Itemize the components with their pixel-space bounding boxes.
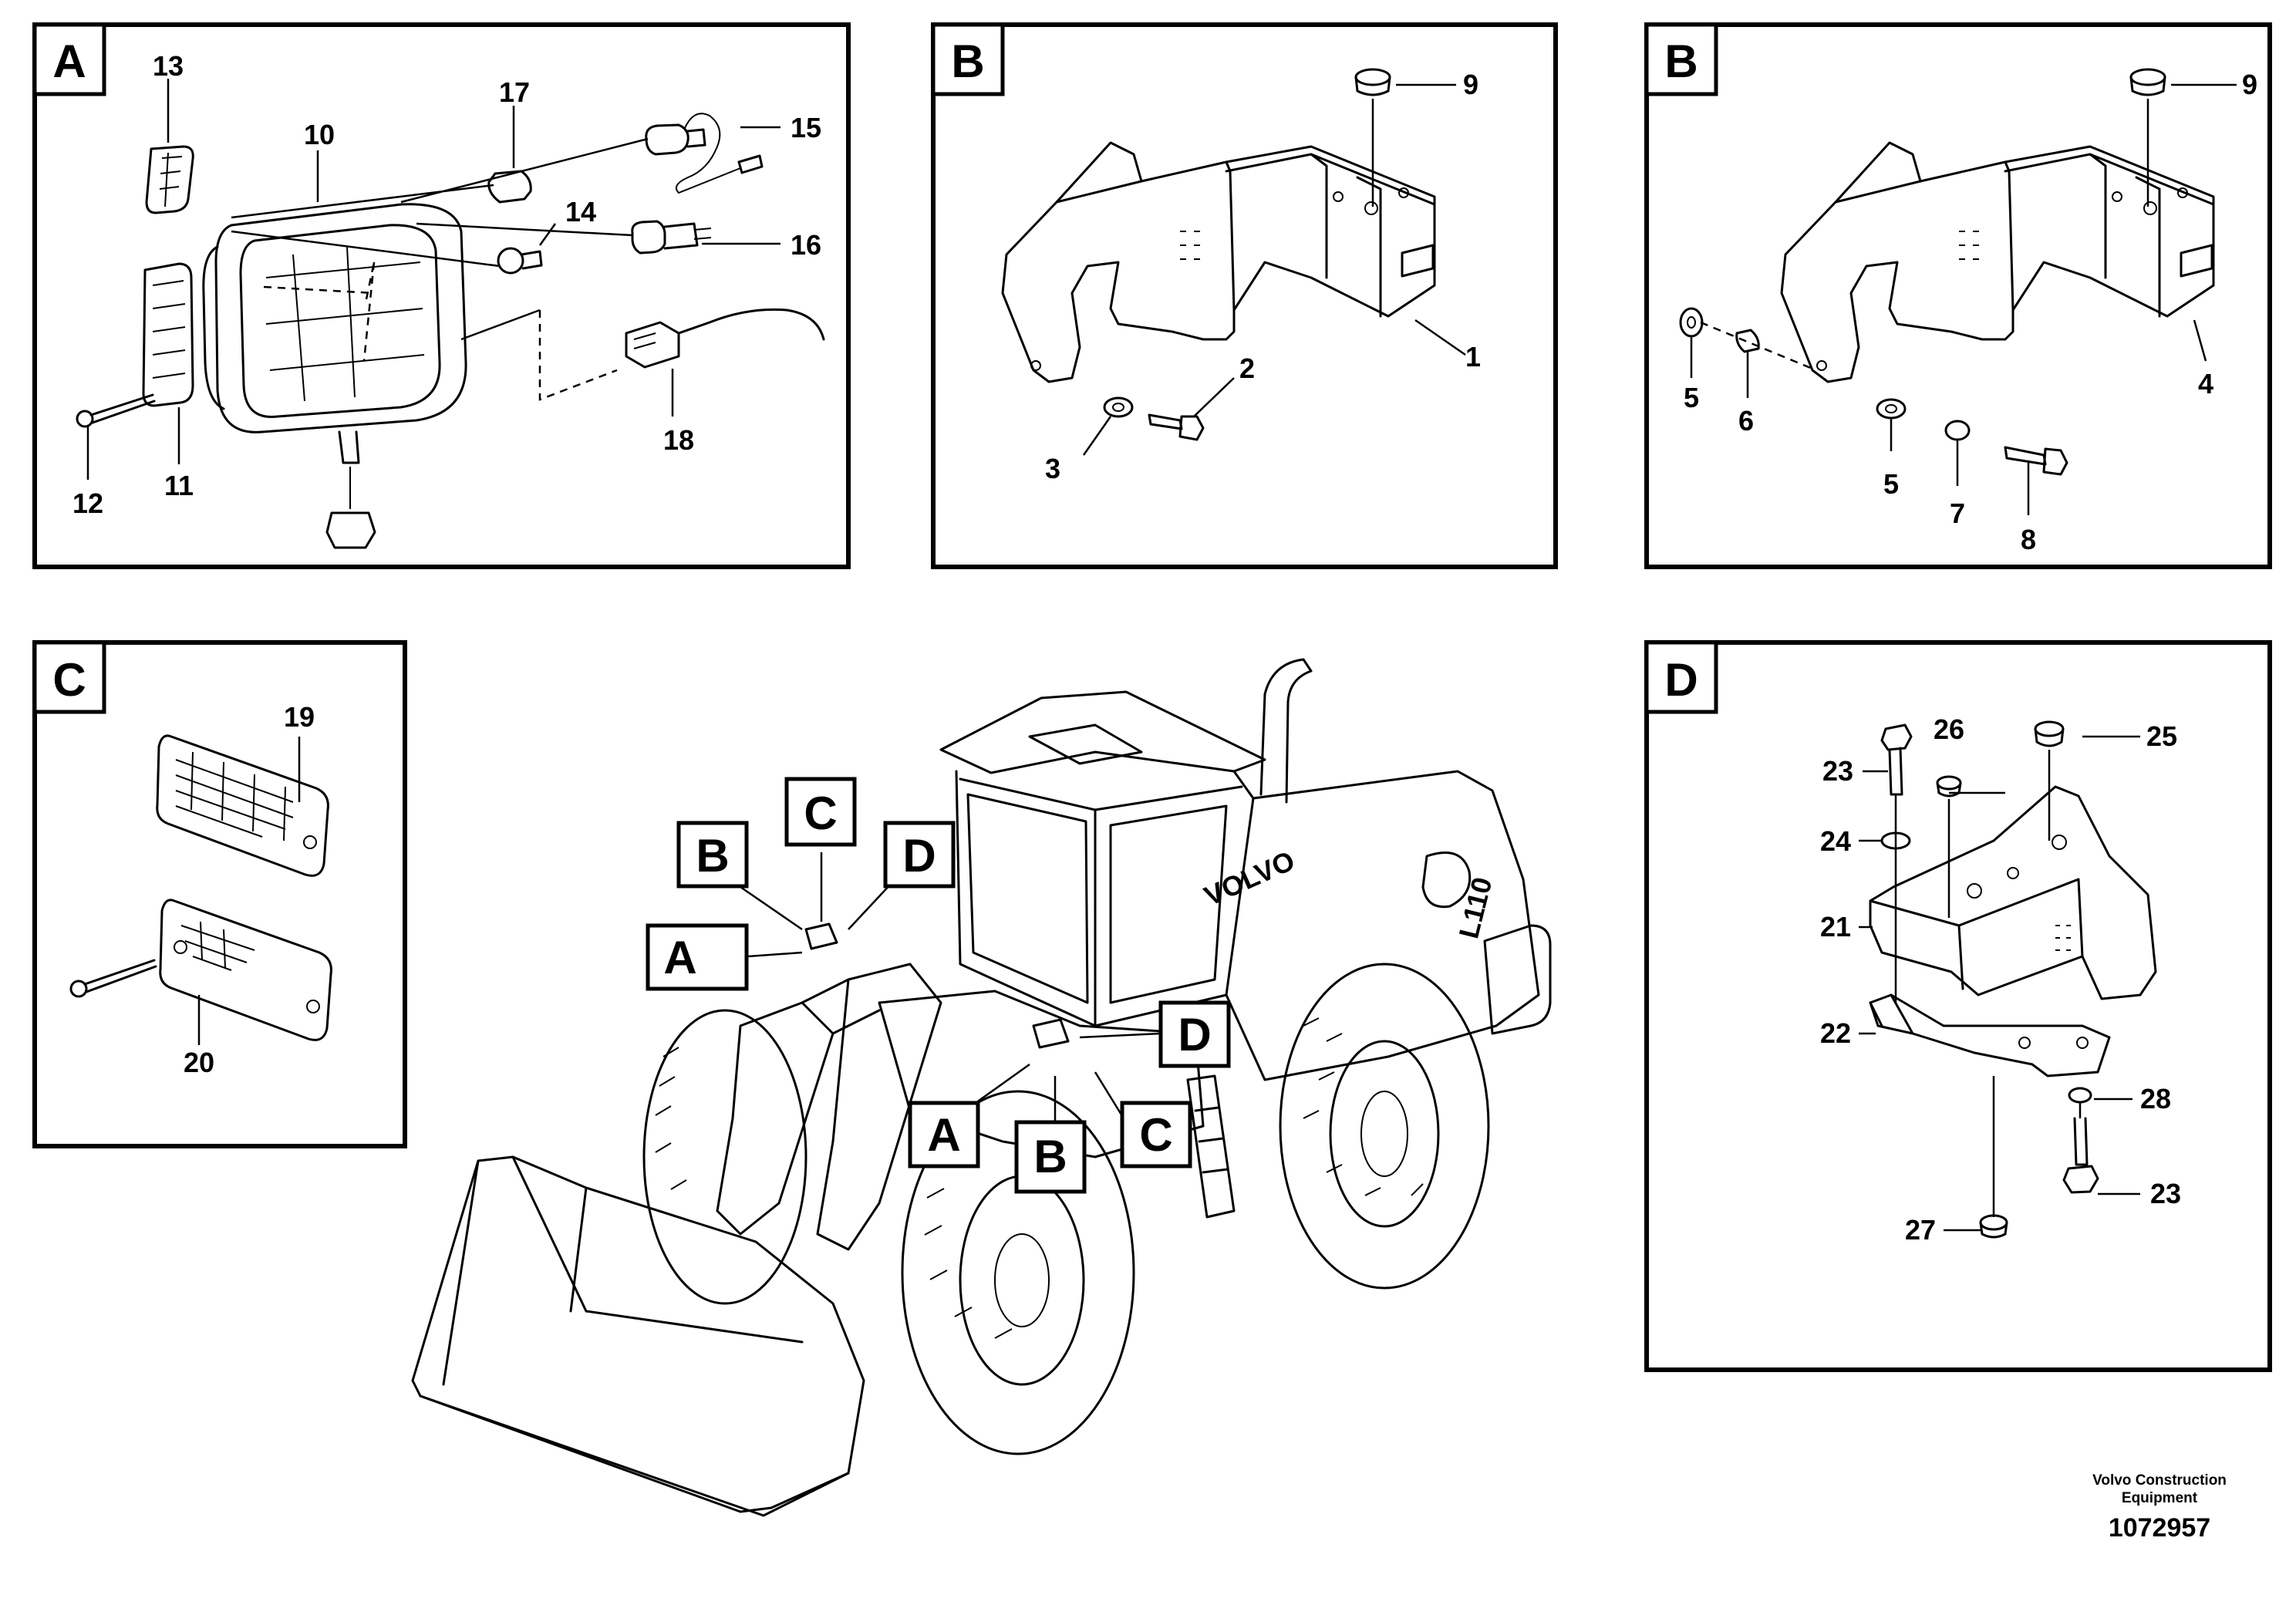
callout-5a: 5: [1684, 382, 1699, 413]
panel-c-frame: [32, 640, 407, 1148]
marker-b-top: B: [696, 830, 729, 882]
drawing-number: 1072957: [2108, 1513, 2211, 1543]
screw-12: [76, 393, 156, 428]
callout-9b: 9: [2242, 69, 2257, 100]
assembly-lines: [231, 137, 649, 401]
callout-21: 21: [1820, 911, 1851, 943]
marker-a-top: A: [663, 932, 696, 983]
footer-company: Volvo Construction Equipment: [2075, 1472, 2244, 1507]
bulb-15: [645, 113, 764, 194]
footer-company-line2: Equipment: [2121, 1490, 2198, 1506]
callout-18: 18: [663, 424, 694, 456]
lens-cover: [142, 262, 194, 407]
reflector-19: [156, 734, 329, 877]
callout-20: 20: [184, 1047, 214, 1078]
wheel-loader: VOLVO L110: [411, 658, 1552, 1517]
marker-a-bottom: A: [927, 1109, 960, 1161]
bracket-21: [1869, 785, 2157, 1000]
bulb-14: [497, 247, 543, 275]
callout-8: 8: [2021, 524, 2036, 555]
panel-a-tag: A: [52, 35, 86, 87]
washer-3: [1103, 396, 1134, 418]
machine-model: L110: [1452, 874, 1498, 942]
callout-27: 27: [1905, 1214, 1936, 1246]
callout-24: 24: [1820, 825, 1851, 857]
bracket-4: [1780, 141, 2215, 383]
callout-25: 25: [2146, 720, 2177, 752]
panel-b-left-tag: B: [951, 35, 984, 87]
callout-17: 17: [499, 76, 530, 108]
screw-reflector: [69, 959, 157, 998]
callout-9: 9: [1463, 69, 1478, 100]
bracket-1: [1001, 141, 1436, 383]
panel-c-tag: C: [52, 654, 86, 706]
callout-1: 1: [1465, 341, 1481, 373]
panel-a: A: [32, 22, 851, 569]
marker-c-bottom: C: [1139, 1109, 1172, 1161]
grommet-9b: [2129, 68, 2166, 96]
callout-16: 16: [791, 229, 821, 261]
panel-a-tag-box: [32, 22, 106, 96]
callout-2: 2: [1239, 352, 1255, 384]
marker-d-top: D: [902, 830, 936, 882]
footer-company-line1: Volvo Construction: [2092, 1472, 2227, 1489]
reflector-13: [145, 145, 194, 214]
callout-22: 22: [1820, 1017, 1851, 1049]
panel-b-right: B: [1644, 22, 2272, 569]
callout-10: 10: [304, 119, 335, 150]
machine-brand: VOLVO: [1199, 845, 1299, 912]
work-lamp: [202, 203, 467, 549]
callout-26-label: 23: [1822, 755, 1853, 787]
marker-c-top: C: [804, 787, 837, 839]
callout-11: 11: [164, 470, 194, 501]
callout-4: 4: [2198, 368, 2213, 400]
callout-7: 7: [1950, 497, 1965, 529]
grommet-9: [1354, 68, 1391, 96]
callout-23-bottom: 23: [2150, 1178, 2181, 1209]
grommet-25: [2034, 720, 2065, 747]
bolt-23-bottom: [2062, 1117, 2099, 1194]
washer-28: [2068, 1087, 2092, 1104]
spacer-6: [1735, 329, 1760, 353]
panel-d-tag: D: [1664, 654, 1698, 706]
marker-d-bottom: D: [1178, 1009, 1211, 1061]
callout-14: 14: [565, 196, 596, 228]
panel-c: C 19 20: [32, 640, 407, 1148]
bracket-22: [1869, 993, 2111, 1077]
connector-18: [625, 308, 825, 369]
callout-28: 28: [2140, 1083, 2171, 1114]
bolt-8: [2004, 446, 2068, 476]
reflector-20: [159, 899, 332, 1041]
bulb-17: [487, 170, 532, 204]
callout-3: 3: [1045, 453, 1060, 484]
callout-6: 6: [1738, 405, 1754, 437]
callout-13: 13: [153, 50, 184, 82]
panel-d-frame: [1644, 640, 2272, 1372]
marker-b-bottom: B: [1033, 1131, 1067, 1182]
callout-19: 19: [284, 701, 315, 733]
panel-a-frame: [32, 22, 851, 569]
callout-15: 15: [791, 112, 821, 143]
panel-b-left: B 9 1 2 3: [931, 22, 1558, 569]
callout-26: 26: [1934, 713, 1964, 745]
callout-12: 12: [72, 487, 103, 519]
callout-5b: 5: [1883, 468, 1899, 500]
bulb-16: [631, 220, 712, 255]
panel-b-right-tag: B: [1664, 35, 1698, 87]
panel-d: D: [1644, 640, 2272, 1372]
